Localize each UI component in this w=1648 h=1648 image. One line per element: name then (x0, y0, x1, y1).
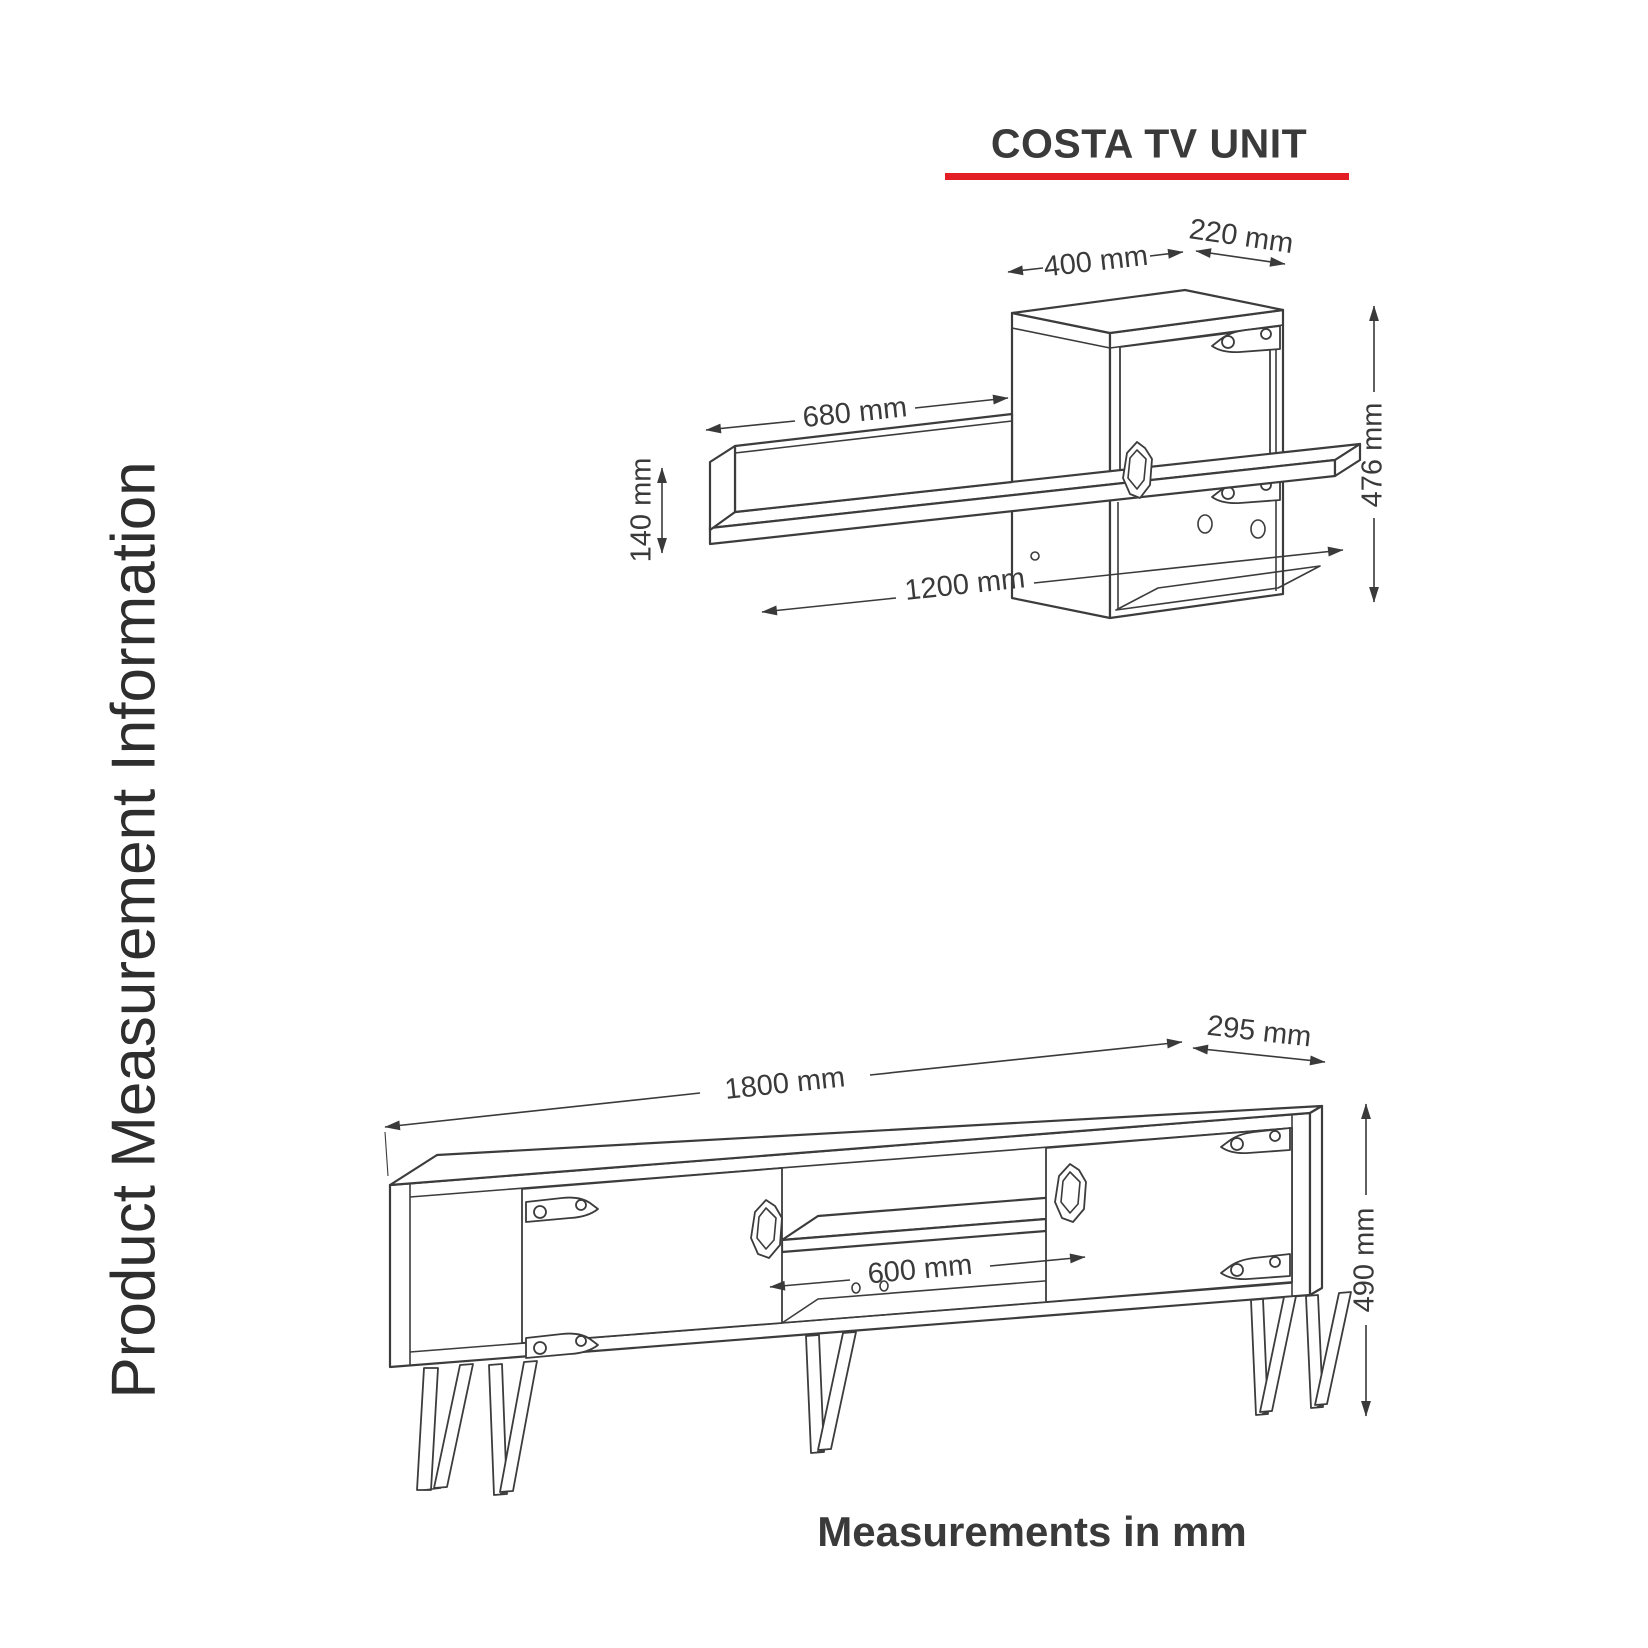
leg (817, 1331, 857, 1451)
right-door (1045, 1127, 1293, 1303)
page-title: COSTA TV UNIT (990, 120, 1308, 167)
stand-right-face (1308, 1104, 1324, 1297)
footer-note: Measurements in mm (817, 1508, 1247, 1555)
door-hinge-top (1211, 325, 1281, 354)
dim-cabinet-depth: 220 mm (1187, 213, 1295, 260)
wall-unit-drawing: 400 mm 220 mm 680 mm 140 mm 1200 mm 476 … (626, 213, 1389, 620)
title-underline (945, 173, 1349, 180)
leg (805, 1334, 825, 1454)
shelf-right-end (1333, 442, 1362, 478)
shelf-pin-hole (1030, 551, 1040, 561)
stand-legs (416, 1291, 1352, 1496)
leg (1250, 1298, 1269, 1416)
left-door-hinge-top (525, 1196, 599, 1223)
leg (433, 1363, 474, 1489)
cabinet-left-face (1010, 311, 1112, 620)
dim-total-width: 1200 mm (903, 562, 1027, 607)
dim-stand-width: 1800 mm (723, 1061, 847, 1106)
left-door-hinge-bottom (525, 1332, 599, 1359)
right-door-hinge-bottom (1220, 1253, 1291, 1281)
dim-total-height: 476 mm (1357, 403, 1389, 508)
dim-shelf-back-height: 140 mm (626, 458, 658, 563)
right-door-handle (1054, 1163, 1087, 1223)
leg (1305, 1294, 1324, 1409)
left-door (521, 1167, 783, 1344)
open-shelf-section (780, 1193, 1084, 1324)
shelf-back-panel-end (708, 444, 737, 532)
leg (1314, 1291, 1352, 1406)
tv-stand-body (388, 1104, 1324, 1369)
leg (499, 1360, 538, 1493)
dim-stand-depth: 295 mm (1205, 1010, 1313, 1054)
dim-cabinet-width: 400 mm (1042, 240, 1150, 284)
cabinet-top-face (1010, 288, 1285, 335)
right-door-hinge-top (1220, 1127, 1291, 1155)
leg (1259, 1295, 1297, 1413)
dim-stand-height: 490 mm (1349, 1208, 1381, 1313)
leg (488, 1363, 508, 1496)
cabinet-door-handle (1122, 441, 1153, 499)
cabinet-compartment (1115, 502, 1321, 611)
tv-stand-drawing: 1800 mm 295 mm 600 mm 490 mm (384, 1010, 1381, 1496)
leg (416, 1367, 439, 1491)
left-door-handle (750, 1199, 783, 1259)
wall-shelf (708, 412, 1362, 546)
